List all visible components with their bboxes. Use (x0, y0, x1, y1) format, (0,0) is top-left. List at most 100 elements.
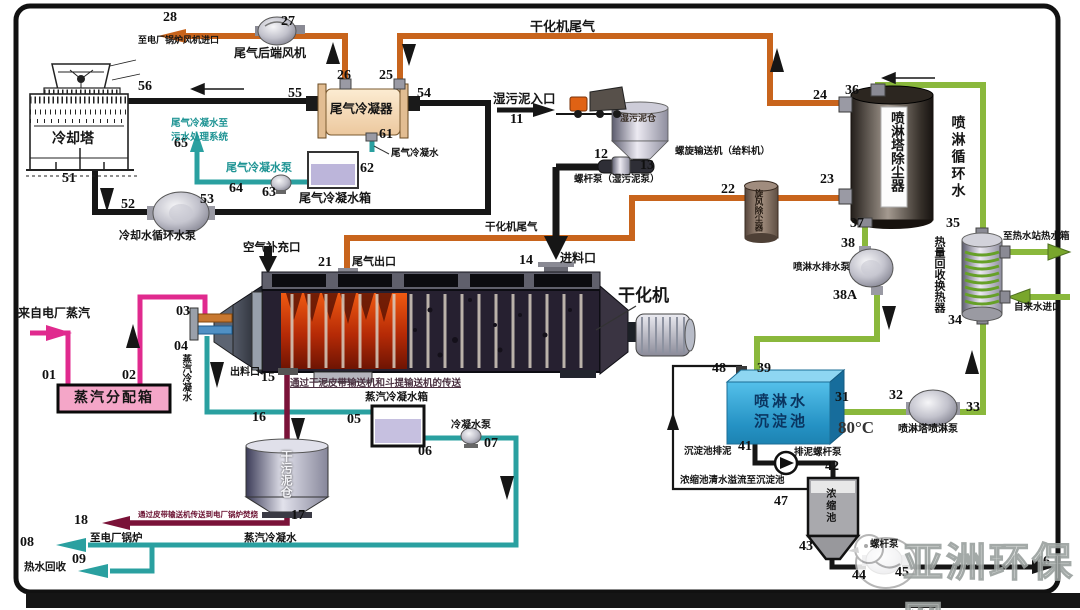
label-to-hot-water-station: 至热水站热水箱 (1003, 231, 1070, 242)
tag-03: 03 (176, 304, 190, 319)
tag-43: 43 (799, 539, 813, 554)
spray-sedimentation-tank (725, 368, 846, 446)
tag-04: 04 (174, 339, 188, 354)
tag-27: 27 (281, 14, 295, 29)
label-steam-dist-box: 蒸汽分配箱 (74, 390, 154, 406)
label-screw-feeder: 螺旋输送机（给料机） (675, 146, 771, 157)
tag-52: 52 (121, 197, 135, 212)
label-spray-tower: 喷淋塔除尘器 (887, 111, 904, 192)
spray-tower-duster (838, 83, 934, 229)
tag-09: 09 (72, 552, 86, 567)
offgas-condensate-tank (307, 151, 359, 189)
label-dryer-offgas2: 干化机尾气 (485, 221, 538, 233)
tag-47: 47 (774, 494, 788, 509)
cooling-tower (26, 59, 141, 177)
label-sed-tank-sludge: 沉淀池排泥 (684, 446, 732, 457)
label-dryer-offgas: 干化机尾气 (530, 20, 596, 35)
label-dry-sludge-silo: 干污泥仓 (279, 450, 294, 498)
spray-arrows (1006, 243, 1072, 306)
steam-distribution-box (56, 383, 172, 414)
watermark-text: 亚洲环保网 (902, 539, 1075, 610)
label-steam-from-plant: 来自电厂蒸汽 (18, 306, 91, 320)
condensate-pump (460, 427, 482, 448)
tag-25: 25 (379, 68, 393, 83)
tag-39: 39 (757, 361, 771, 376)
tag-41: 41 (738, 439, 752, 454)
offgas-pipes (183, 33, 846, 280)
tag-38A: 38A (833, 288, 858, 303)
tag-37: 37 (850, 216, 864, 231)
label-discharge-outlet: 出料口 (230, 367, 260, 378)
label-dryer: 干化机 (618, 286, 669, 306)
label-hot-water-recovery: 热水回收 (24, 561, 66, 573)
label-offgas-outlet: 尾气出口 (352, 255, 396, 268)
label-offgas-condensate: 尾气冷凝水 (391, 148, 439, 159)
tag-54: 54 (417, 86, 431, 101)
thickener-tank (805, 476, 861, 561)
spray-tower-pump (906, 389, 960, 427)
tag-80c: 80°C (838, 418, 875, 437)
label-cooling-tower: 冷却塔 (52, 131, 94, 147)
cyclone-dust-collector (744, 180, 779, 243)
tag-17: 17 (291, 508, 305, 523)
tag-05: 05 (347, 412, 361, 427)
sludge-circle-pump (773, 450, 799, 476)
dryer (189, 262, 696, 383)
label-wet-sludge-inlet: 湿污泥入口 (493, 91, 556, 106)
label-steam-condensate-v: 蒸汽冷凝水 (180, 354, 192, 402)
label-offgas-cond-pump: 尾气冷凝水泵 (226, 161, 292, 174)
flow-arrows (100, 42, 1054, 574)
label-sed-tank-line1: 喷淋水 (753, 392, 808, 410)
label-spray-tower-pump: 喷淋塔喷淋泵 (898, 424, 958, 435)
label-to-plant-boiler: 至电厂锅炉 (90, 532, 143, 544)
label-heat-recovery-hx: 热量回收换热器 (932, 236, 946, 313)
tag-26: 26 (337, 68, 351, 83)
tag-16: 16 (252, 410, 266, 425)
steam-condensate-tank (370, 404, 426, 448)
label-thickener: 浓缩池 (823, 488, 835, 524)
tag-14: 14 (519, 253, 533, 268)
teal-arrows (56, 131, 204, 578)
label-feed-inlet: 进料口 (560, 251, 597, 265)
tag-65: 65 (174, 136, 188, 151)
arrow-to-boiler-fan (158, 29, 186, 43)
label-sed-tank-line2: 沉淀池 (753, 412, 808, 430)
label-spray-drain-pump: 喷淋水排水泵 (793, 262, 851, 273)
label-condenser: 尾气冷凝器 (330, 101, 393, 116)
label-cyclone: 旋风除尘器 (753, 189, 764, 232)
tag-11: 11 (510, 112, 524, 127)
dry-sludge-arrow (102, 516, 130, 530)
offgas-condensate-pump (270, 174, 292, 194)
tag-53: 53 (200, 192, 214, 207)
tag-23: 23 (820, 172, 834, 187)
tag-36: 36 (845, 83, 859, 98)
label-steam-condensate-b: 蒸汽冷凝水 (244, 532, 297, 544)
label-tap-water-inlet: 自来水进口 (1014, 302, 1062, 313)
label-overflow-note: 浓缩池清水溢流至沉淀池 (680, 475, 785, 486)
label-spray-circ-water: 喷淋循环水 (949, 115, 966, 200)
tag-42: 42 (825, 459, 839, 474)
tag-18: 18 (74, 513, 88, 528)
tag-15: 15 (261, 370, 275, 385)
tag-12: 12 (594, 147, 608, 162)
offgas-rear-fan (255, 16, 305, 46)
tag-64: 64 (229, 181, 243, 196)
label-wet-screw-pump: 螺杆泵（湿污泥泵） (574, 174, 660, 185)
dry-sludge-pipes (128, 372, 290, 526)
tag-55: 55 (288, 86, 302, 101)
watermark-logo (848, 534, 917, 589)
label-cooling-water-pump: 冷却水循环水泵 (119, 229, 196, 242)
tag-01: 01 (42, 368, 56, 383)
label-wet-sludge-silo: 湿污泥仓 (620, 114, 657, 124)
label-sludge-screw-pump: 排泥螺杆泵 (794, 447, 842, 458)
tag-13: 13 (640, 158, 654, 173)
tag-61: 61 (379, 127, 393, 142)
dry-sludge-silo (244, 438, 330, 518)
wet-sludge-hopper (610, 101, 669, 164)
tag-56: 56 (138, 79, 152, 94)
tag-48: 48 (712, 361, 726, 376)
tag-06: 06 (418, 444, 432, 459)
tag-08: 08 (20, 535, 34, 550)
